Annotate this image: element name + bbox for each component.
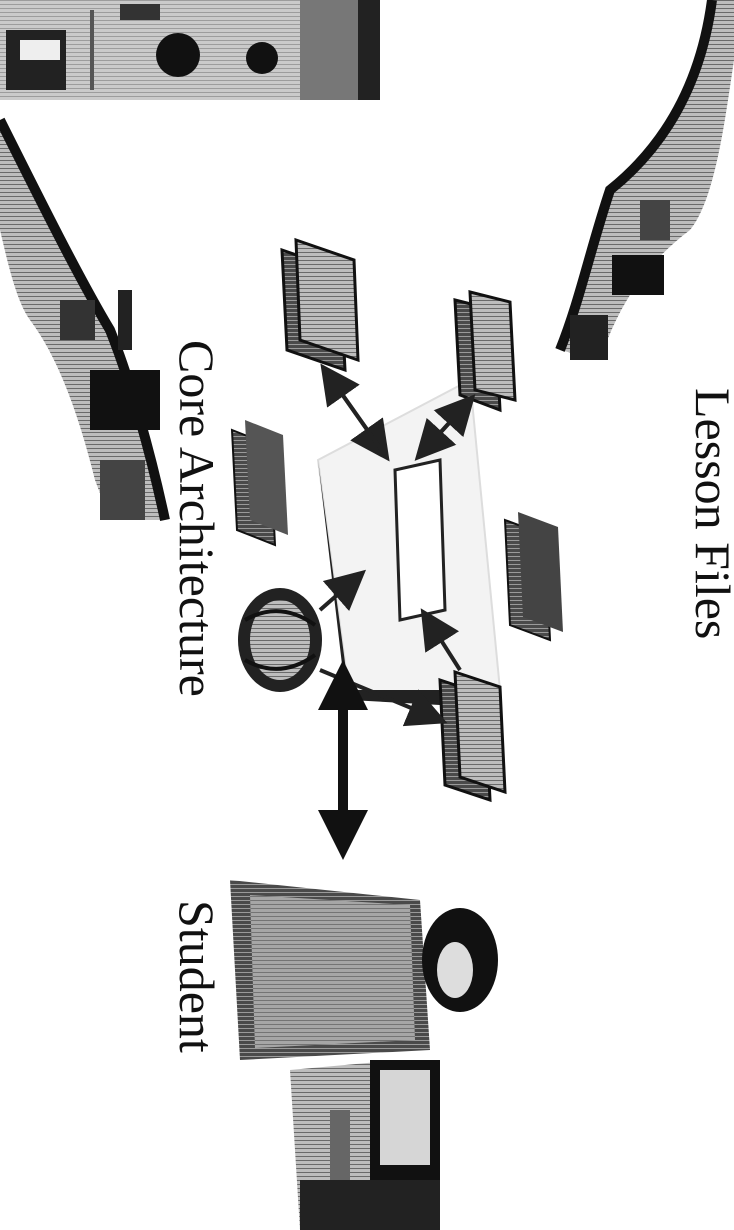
cloud-right-icon (555, 0, 734, 360)
document-stack-icon (438, 669, 507, 803)
document-stack-icon (503, 512, 563, 642)
student-label: Student (169, 900, 225, 1053)
globe-icon (238, 588, 322, 692)
core-panel (316, 378, 502, 705)
student-at-computer-icon (230, 880, 498, 1230)
cloud-left-icon (0, 117, 170, 522)
lesson-files-label: Lesson Files (685, 388, 734, 640)
photo-thumbnail-icon (0, 0, 380, 100)
double-arrow-icon (318, 660, 368, 860)
document-stack-icon (280, 237, 360, 373)
document-stack-icon (453, 290, 517, 413)
document-stack-icon (230, 420, 288, 547)
core-architecture-label: Core Architecture (169, 340, 225, 697)
